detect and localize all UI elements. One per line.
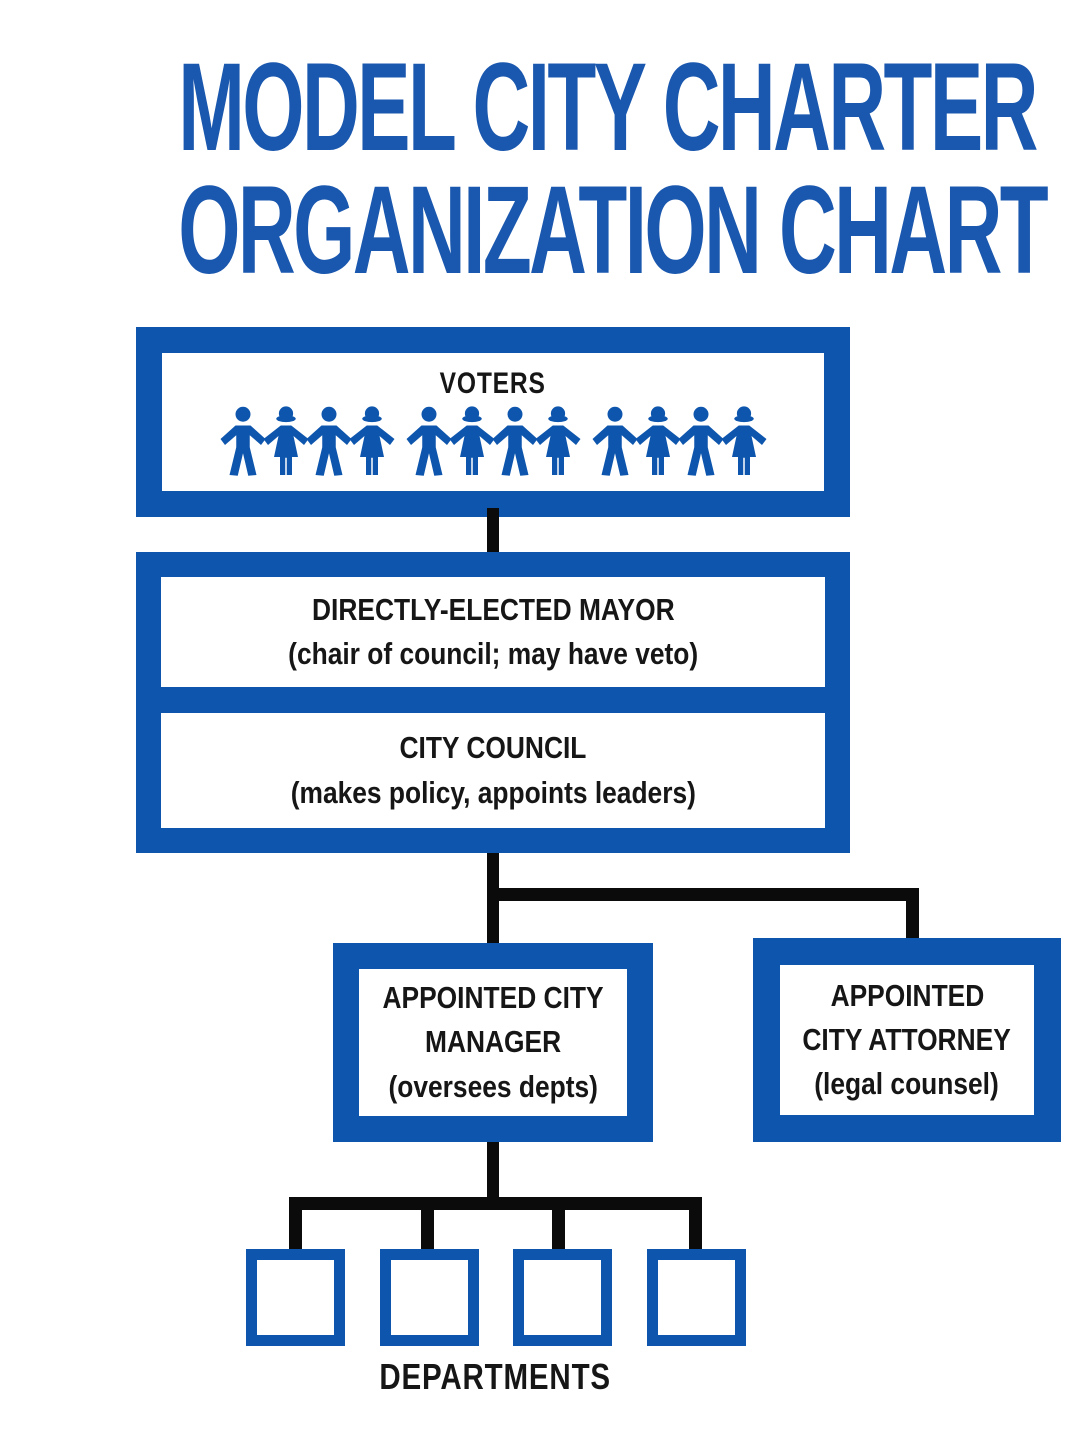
city-council-title: CITY COUNCIL — [399, 730, 587, 766]
man-icon — [491, 406, 539, 478]
man-icon — [405, 406, 453, 478]
departments-label: DEPARTMENTS — [0, 1356, 990, 1398]
title-line-2: ORGANIZATION CHART — [178, 160, 1048, 300]
connector-department-drop-4 — [689, 1197, 702, 1253]
departments-label-text: DEPARTMENTS — [379, 1356, 611, 1397]
connector-branch-horizontal — [487, 888, 919, 901]
city-manager-title-line-1: APPOINTED CITY — [382, 980, 604, 1016]
man-icon — [305, 406, 353, 478]
city-manager-box: APPOINTED CITY MANAGER (oversees depts) — [333, 943, 653, 1142]
woman-icon — [348, 406, 396, 478]
city-council-box: CITY COUNCIL (makes policy, appoints lea… — [161, 713, 825, 828]
woman-icon — [534, 406, 582, 478]
voters-figures — [219, 406, 768, 478]
voters-box-inner: VOTERS — [162, 353, 824, 491]
city-attorney-title-line-2: CITY ATTORNEY — [802, 1021, 1012, 1057]
title-line-1: MODEL CITY CHARTER — [178, 38, 1038, 177]
city-manager-title-line-2: MANAGER — [424, 1024, 562, 1060]
connector-department-drop-1 — [289, 1197, 302, 1253]
woman-icon — [720, 406, 768, 478]
department-box — [379, 1249, 479, 1346]
connector-department-drop-3 — [552, 1197, 565, 1253]
woman-icon — [634, 406, 682, 478]
departments-row — [246, 1249, 746, 1346]
man-icon — [677, 406, 725, 478]
page-title: MODEL CITY CHARTER ORGANIZATION CHART — [0, 38, 1048, 300]
voters-label: VOTERS — [439, 366, 547, 400]
woman-icon — [448, 406, 496, 478]
city-attorney-title-line-1: APPOINTED — [830, 977, 984, 1013]
city-council-subtitle: (makes policy, appoints leaders) — [290, 774, 696, 810]
city-manager-box-inner: APPOINTED CITY MANAGER (oversees depts) — [359, 969, 627, 1116]
connector-to-attorney — [906, 888, 919, 941]
council-group-box: DIRECTLY-ELECTED MAYOR (chair of council… — [136, 552, 850, 853]
woman-icon — [262, 406, 310, 478]
mayor-title: DIRECTLY-ELECTED MAYOR — [311, 591, 675, 627]
city-attorney-box: APPOINTED CITY ATTORNEY (legal counsel) — [753, 938, 1061, 1142]
connector-voters-to-council — [487, 508, 499, 556]
man-icon — [219, 406, 267, 478]
mayor-subtitle: (chair of council; may have veto) — [287, 636, 698, 671]
department-box — [646, 1249, 746, 1346]
connector-departments-horizontal — [289, 1197, 702, 1210]
connector-manager-to-departments — [487, 1142, 499, 1204]
city-attorney-subtitle: (legal counsel) — [814, 1066, 1000, 1101]
connector-department-drop-2 — [421, 1197, 434, 1253]
man-icon — [591, 406, 639, 478]
mayor-box: DIRECTLY-ELECTED MAYOR (chair of council… — [161, 577, 825, 687]
city-manager-subtitle: (oversees depts) — [388, 1068, 598, 1104]
voters-box: VOTERS — [136, 327, 850, 517]
city-attorney-box-inner: APPOINTED CITY ATTORNEY (legal counsel) — [780, 965, 1034, 1115]
department-box — [246, 1249, 345, 1346]
department-box — [513, 1249, 613, 1346]
